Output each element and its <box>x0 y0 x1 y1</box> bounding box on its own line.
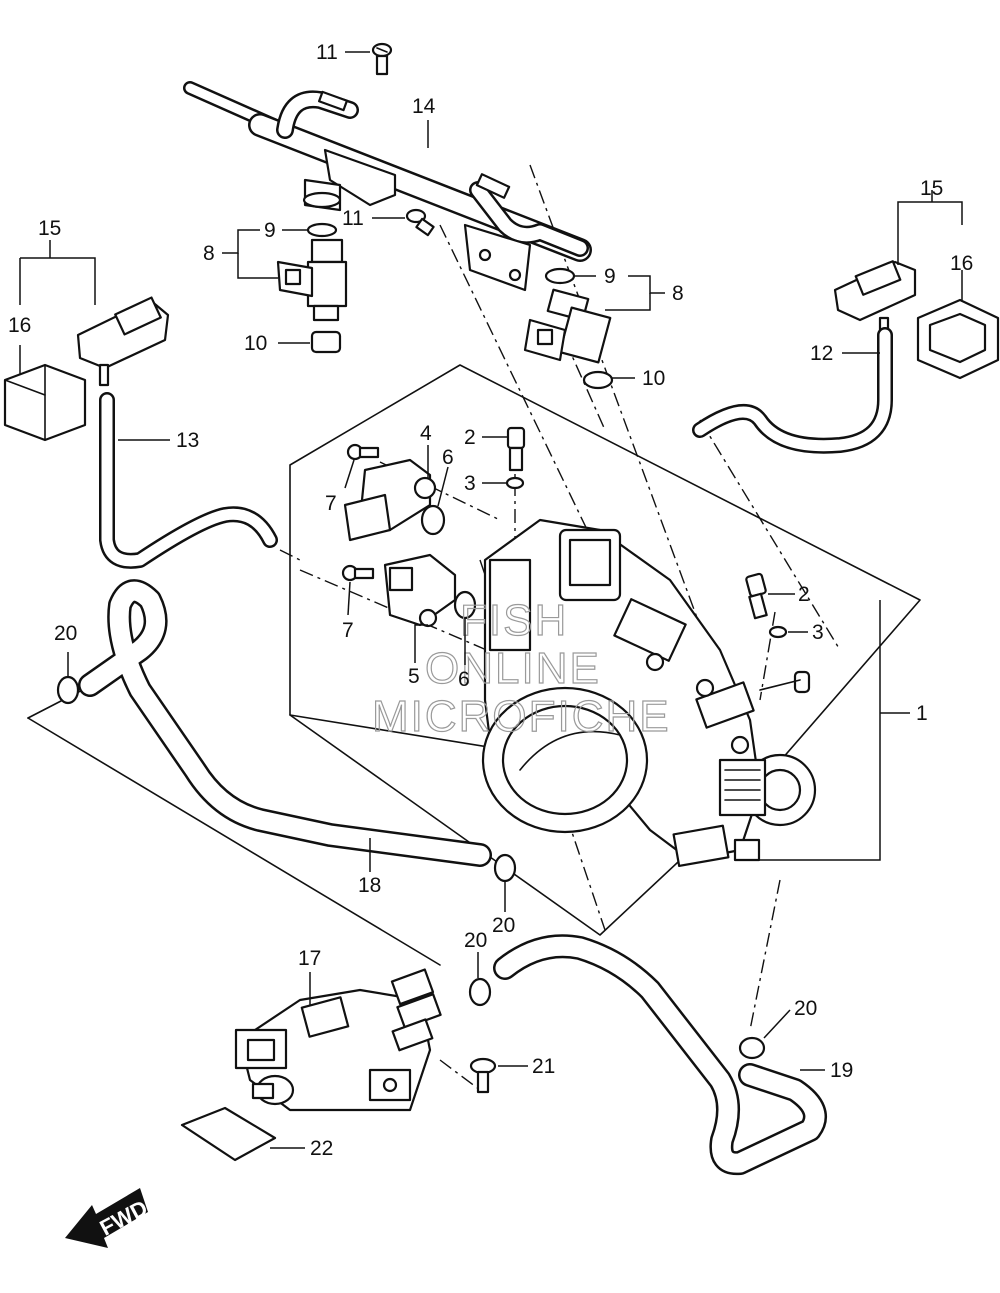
injector-8-left[interactable] <box>276 238 348 322</box>
watermark-line-3: MICROFICHE <box>372 692 671 741</box>
injector-8-right[interactable] <box>523 288 612 364</box>
water-hose-19[interactable] <box>493 934 827 1176</box>
callout-4: 4 <box>420 422 432 445</box>
callout-16-right: 16 <box>950 252 973 275</box>
hose-clamp-20-left[interactable] <box>56 675 80 705</box>
callout-15-left: 15 <box>38 217 61 240</box>
fuel-rail[interactable] <box>183 81 592 292</box>
callout-20-right: 20 <box>794 997 817 1020</box>
callout-7-lower: 7 <box>342 619 354 642</box>
callout-20-left: 20 <box>54 622 77 645</box>
screw-21[interactable] <box>469 1057 497 1094</box>
callout-9-right: 9 <box>604 265 616 288</box>
callout-8-right: 8 <box>672 282 684 305</box>
callout-15-right: 15 <box>920 177 943 200</box>
callout-11-top: 11 <box>316 41 338 64</box>
callout-2-left: 2 <box>464 426 476 449</box>
callout-22: 22 <box>310 1137 333 1160</box>
watermark-line-1: FISH <box>460 596 568 645</box>
callout-20-lower: 20 <box>464 929 487 952</box>
o-ring-9-right[interactable] <box>544 267 576 285</box>
water-valve-17[interactable] <box>234 968 442 1112</box>
screw-7-lower[interactable] <box>341 564 375 582</box>
hose-clamp-20-lower[interactable] <box>468 977 492 1007</box>
callout-16-left: 16 <box>8 314 31 337</box>
callout-18: 18 <box>358 874 381 897</box>
seal-10-right[interactable] <box>582 370 614 390</box>
pad-22[interactable] <box>180 1106 277 1162</box>
screw-11-top[interactable] <box>371 42 393 76</box>
callout-9-left: 9 <box>264 219 276 242</box>
hose-clamp-20-mid[interactable] <box>493 853 517 883</box>
seal-10-left[interactable] <box>310 330 342 354</box>
hose-clamp-20-right[interactable] <box>738 1036 766 1060</box>
callout-8-left: 8 <box>203 242 215 265</box>
leader-lines <box>19 51 963 1149</box>
callout-13: 13 <box>176 429 199 452</box>
washer-3-right[interactable] <box>768 625 788 639</box>
map-sensor-15-right[interactable] <box>833 260 917 336</box>
sensor-cap-16-left[interactable] <box>3 363 87 442</box>
callout-10-right: 10 <box>642 367 665 390</box>
callout-12: 12 <box>810 342 833 365</box>
callout-3-left: 3 <box>464 472 476 495</box>
washer-3-left[interactable] <box>505 476 525 490</box>
water-hose-18[interactable] <box>78 579 492 867</box>
callout-21: 21 <box>532 1055 555 1078</box>
sensor-cap-16-right[interactable] <box>916 298 1000 380</box>
callout-19: 19 <box>830 1059 853 1082</box>
callout-6-upper: 6 <box>442 446 454 469</box>
callout-5: 5 <box>408 665 420 688</box>
map-sensor-15-left[interactable] <box>76 296 170 387</box>
callout-10-left: 10 <box>244 332 267 355</box>
idle-air-sensor-5[interactable] <box>383 553 457 628</box>
o-ring-6-upper[interactable] <box>420 504 446 536</box>
throttle-body-1[interactable] <box>481 518 817 868</box>
o-ring-9-left[interactable] <box>306 222 338 238</box>
watermark-line-2: ONLINE <box>425 644 601 693</box>
vacuum-hose-12[interactable] <box>692 327 893 454</box>
throttle-position-sensor-4[interactable] <box>343 458 437 542</box>
callout-3-right: 3 <box>812 621 824 644</box>
callout-14: 14 <box>412 95 436 118</box>
callout-17: 17 <box>298 947 321 970</box>
callout-11-middle: 11 <box>342 207 364 230</box>
callout-20-mid: 20 <box>492 914 515 937</box>
watermark: FISH ONLINE MICROFICHE <box>371 595 671 741</box>
callout-labels: 11 14 11 9 8 10 9 8 10 15 16 13 15 16 12… <box>8 41 973 1160</box>
forward-direction-arrow: FWD <box>65 1188 152 1248</box>
vacuum-hose-13[interactable] <box>99 392 278 569</box>
callout-1: 1 <box>916 702 928 725</box>
callout-2-right: 2 <box>798 583 810 606</box>
callout-6-lower: 6 <box>458 668 470 691</box>
callout-7-upper: 7 <box>325 492 337 515</box>
screw-11-middle[interactable] <box>405 208 435 237</box>
screw-7-upper[interactable] <box>346 443 380 461</box>
screw-2-left[interactable] <box>506 426 526 472</box>
screw-2-right[interactable] <box>745 572 768 620</box>
